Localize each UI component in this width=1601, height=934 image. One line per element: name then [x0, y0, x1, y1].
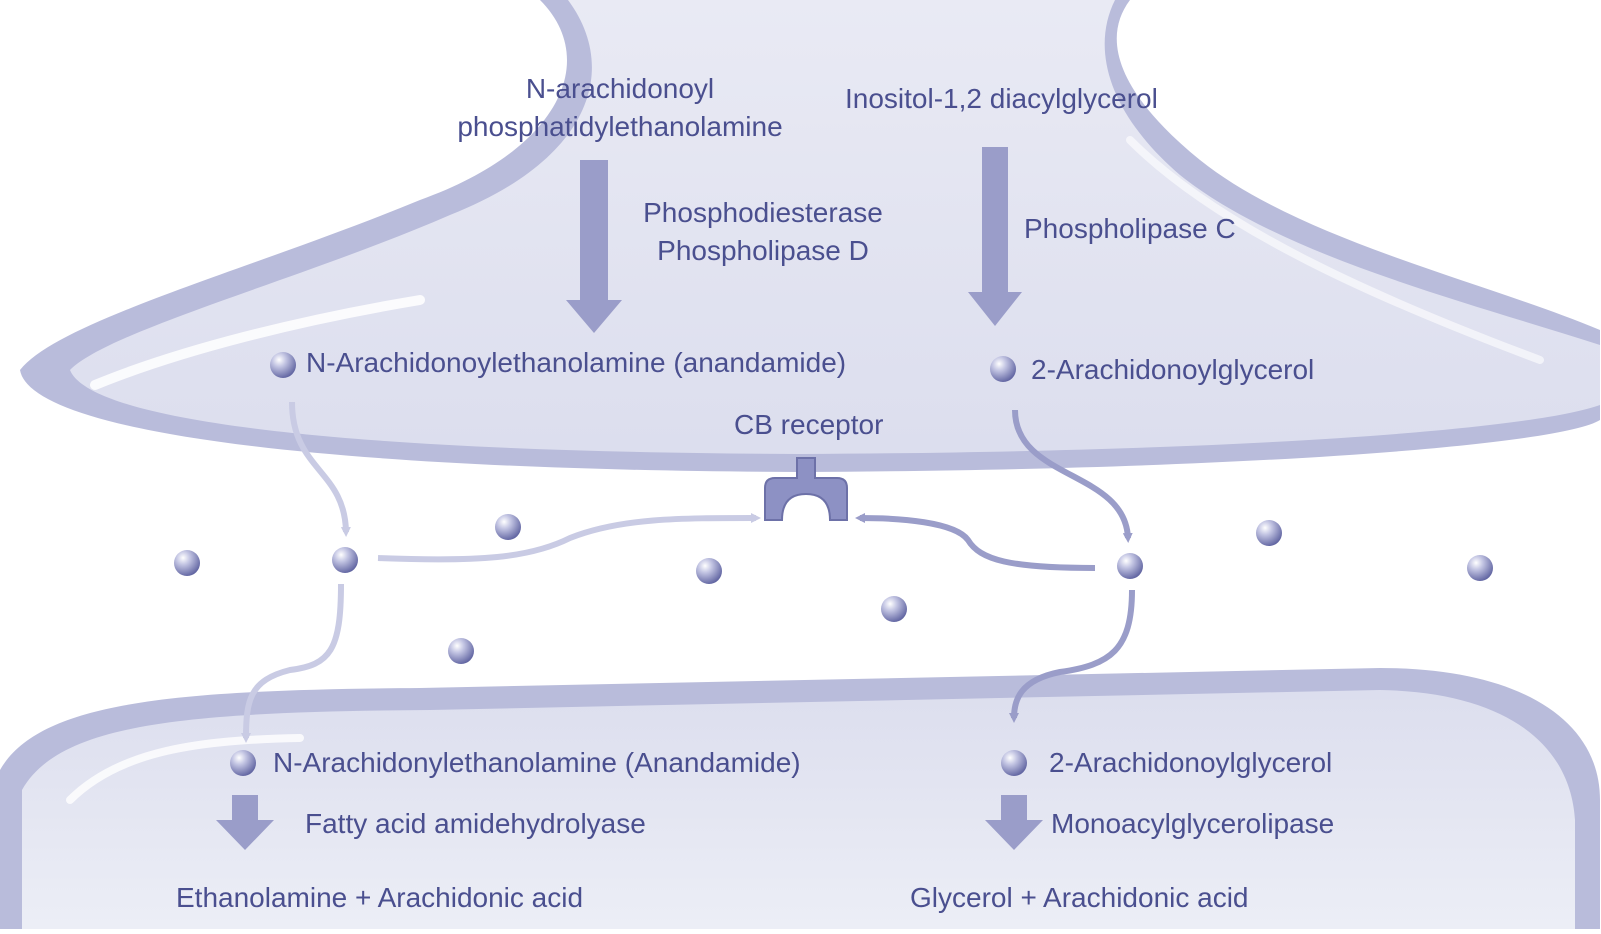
arrow-2ag-to-receptor — [860, 518, 1095, 568]
postsynaptic-2ag-label: 2-Arachidonoylglycerol — [1049, 744, 1332, 782]
molecule — [448, 638, 474, 664]
molecule-2ag-post — [1001, 750, 1027, 776]
molecule — [1467, 555, 1493, 581]
synthesis-enzymes-anandamide: Phosphodiesterase Phospholipase D — [618, 194, 908, 270]
precursor-anandamide-label: N-arachidonoyl phosphatidylethanolamine — [405, 70, 835, 146]
molecule — [495, 514, 521, 540]
molecule-anandamide-pre — [270, 352, 296, 378]
enzyme-magl-label: Monoacylglycerolipase — [1051, 805, 1334, 843]
result-anandamide-label: Ethanolamine + Arachidonic acid — [176, 879, 583, 917]
molecule — [174, 550, 200, 576]
precursor-anandamide-line2: phosphatidylethanolamine — [405, 108, 835, 146]
cb-receptor-label: CB receptor — [734, 406, 883, 444]
product-anandamide-label: N-Arachidonoylethanolamine (anandamide) — [306, 344, 846, 382]
result-2ag-label: Glycerol + Arachidonic acid — [910, 879, 1249, 917]
molecule-2ag-pre — [990, 356, 1016, 382]
molecule-anandamide-post — [230, 750, 256, 776]
precursor-anandamide-line1: N-arachidonoyl — [405, 70, 835, 108]
postsynaptic-anandamide-label: N-Arachidonylethanolamine (Anandamide) — [273, 744, 801, 782]
enzyme-faah-label: Fatty acid amidehydrolyase — [305, 805, 646, 843]
molecule — [1256, 520, 1282, 546]
precursor-2ag-label: Inositol-1,2 diacylglycerol — [845, 80, 1158, 118]
enzyme-phosphodiesterase: Phosphodiesterase — [618, 194, 908, 232]
enzyme-phospholipase-c: Phospholipase C — [1024, 210, 1236, 248]
molecule — [881, 596, 907, 622]
molecule-2ag-cleft — [1117, 553, 1143, 579]
molecule — [696, 558, 722, 584]
molecule-anandamide-cleft — [332, 547, 358, 573]
arrow-anandamide-to-receptor — [378, 518, 756, 559]
enzyme-phospholipase-d: Phospholipase D — [618, 232, 908, 270]
product-2ag-label: 2-Arachidonoylglycerol — [1031, 351, 1314, 389]
